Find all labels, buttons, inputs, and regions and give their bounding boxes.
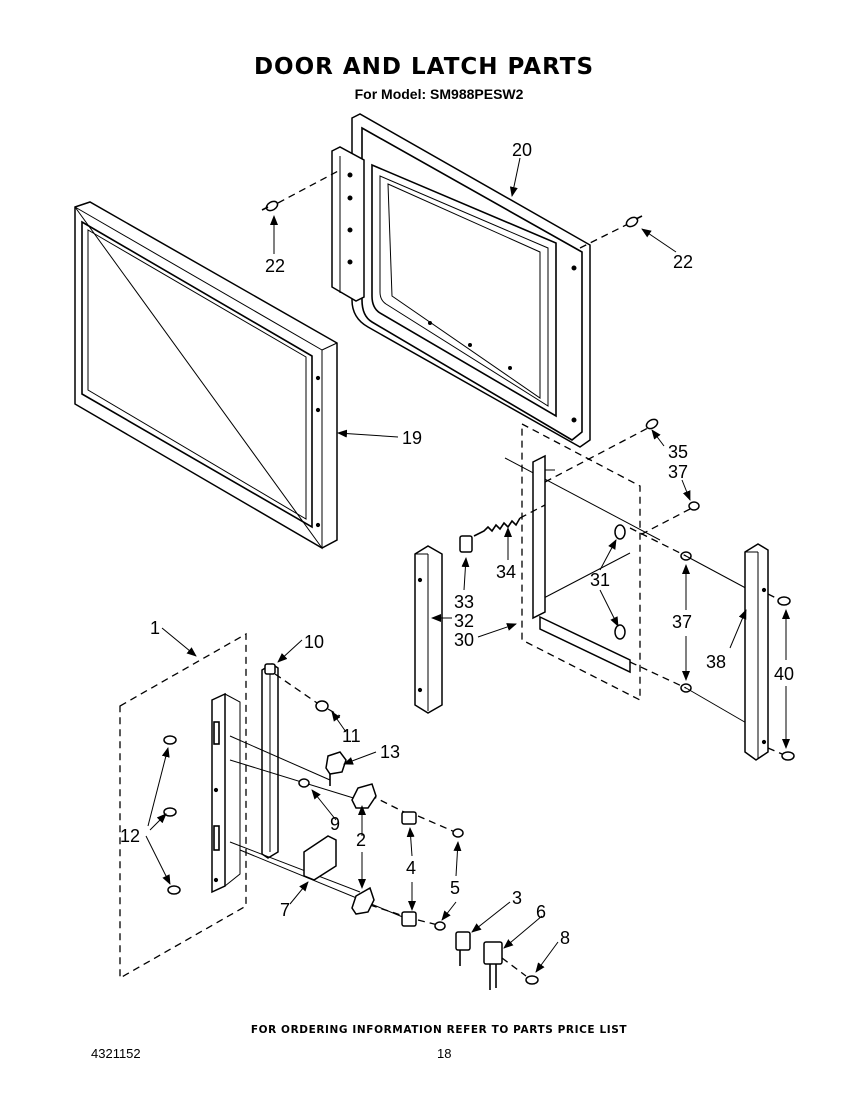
callout-38: 38	[706, 652, 726, 672]
callout-22-left: 22	[265, 256, 285, 276]
screw-40-lower	[767, 747, 795, 761]
handle-bar-32	[414, 545, 443, 714]
callout-labels: 20 22 22 19 35 37 34 31 33 32 37 30 38 4…	[120, 140, 794, 948]
spring-11	[315, 700, 341, 717]
spring-34	[473, 504, 546, 537]
callout-22-right: 22	[673, 252, 693, 272]
callout-11: 11	[342, 726, 361, 746]
handle-38	[744, 543, 769, 761]
switch-4-lower	[401, 911, 417, 927]
callout-40: 40	[774, 664, 794, 684]
model-subtitle: For Model: SM988PESW2	[354, 86, 524, 102]
callout-9: 9	[330, 814, 340, 834]
screws-12	[163, 735, 181, 895]
callout-13: 13	[380, 742, 400, 762]
screw-22-left	[261, 169, 341, 212]
callout-31: 31	[590, 570, 610, 590]
plate-7	[303, 835, 337, 881]
latch-board-30	[504, 422, 661, 702]
switch-actuator-2-upper	[351, 783, 377, 809]
switch-actuator-2-lower	[351, 886, 375, 915]
document-number: 4321152	[91, 1046, 141, 1061]
callout-19: 19	[402, 428, 422, 448]
screw-22-right	[579, 215, 643, 249]
callout-34: 34	[496, 562, 516, 582]
latch-bracket	[211, 692, 241, 894]
screw-8	[501, 957, 539, 985]
leader-arrows	[145, 157, 790, 973]
callout-3: 3	[512, 888, 522, 908]
screw-5-lower	[434, 921, 446, 931]
callout-5: 5	[450, 878, 460, 898]
callout-12: 12	[120, 826, 140, 846]
callout-7: 7	[280, 900, 290, 920]
callout-8: 8	[560, 928, 570, 948]
callout-35: 35	[668, 442, 688, 462]
callout-4: 4	[406, 858, 416, 878]
spacer-37	[629, 527, 756, 729]
door-frame-20	[331, 113, 591, 448]
screw-5-upper	[452, 828, 464, 838]
callout-1: 1	[150, 618, 160, 638]
callout-20: 20	[512, 140, 532, 160]
callout-32: 32	[454, 611, 474, 631]
screw-37-upper	[639, 501, 700, 536]
latch-hook-13	[325, 751, 347, 786]
callout-10: 10	[304, 632, 324, 652]
callout-2: 2	[356, 830, 366, 850]
callout-37-upper: 37	[668, 462, 688, 482]
screw-9	[298, 778, 310, 788]
latch-cam-33	[459, 535, 473, 553]
page-title: DOOR AND LATCH PARTS	[253, 54, 595, 80]
latch-lever-10	[261, 663, 279, 859]
switch-3	[455, 931, 471, 966]
callout-30: 30	[454, 630, 474, 650]
callout-37-lower: 37	[672, 612, 692, 632]
screw-35	[544, 418, 659, 483]
switch-6	[483, 941, 503, 990]
screw-40-upper	[767, 593, 791, 606]
page-number: 18	[437, 1046, 452, 1061]
mount-plate-1	[119, 632, 247, 980]
door-outer-panel-19	[74, 201, 338, 550]
ordering-note: FOR ORDERING INFORMATION REFER TO PARTS …	[250, 1024, 628, 1036]
switch-4-upper	[401, 811, 417, 825]
callout-33: 33	[454, 592, 474, 612]
callout-6: 6	[536, 902, 546, 922]
